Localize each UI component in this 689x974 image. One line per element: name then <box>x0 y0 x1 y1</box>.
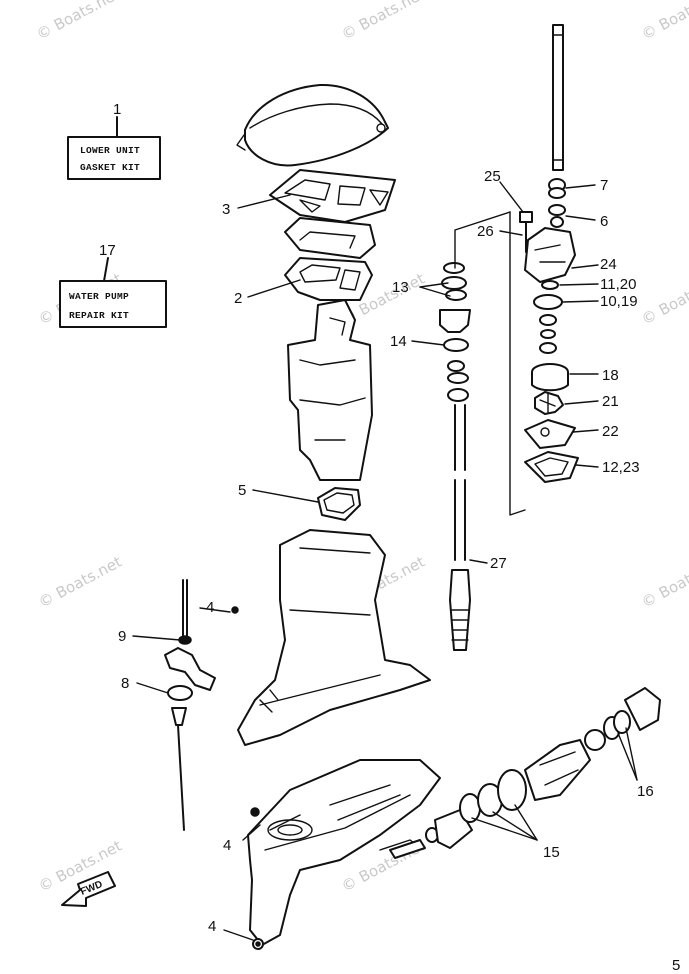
gasket-2-part <box>284 257 373 301</box>
gasket-12-23-part <box>524 451 579 483</box>
callout-11-20: 11,20 <box>600 276 636 293</box>
callout-1: 1 <box>113 101 121 118</box>
callout-26: 26 <box>477 223 494 240</box>
callout-12-23: 12,23 <box>602 459 640 476</box>
gasket-3-part <box>269 169 396 223</box>
callout-7: 7 <box>600 177 608 194</box>
corner-code: 5 <box>672 957 680 974</box>
callout-2: 2 <box>234 290 242 307</box>
callout-3: 3 <box>222 201 230 218</box>
corner-code-text: 5 <box>672 957 680 974</box>
leader-lines <box>132 181 638 941</box>
bolt-25-part <box>519 211 533 253</box>
callout-4-mid: 4 <box>223 837 231 854</box>
pump-housing-part <box>524 227 576 283</box>
callout-5: 5 <box>238 482 246 499</box>
outer-plate-22-part <box>524 419 576 449</box>
driveshaft-housing-part <box>287 299 373 481</box>
callout-15: 15 <box>543 844 560 861</box>
watermark: © Boats.net <box>638 553 689 612</box>
spacer-stack-part <box>539 314 557 354</box>
callout-9: 9 <box>118 628 126 645</box>
callout-8: 8 <box>121 675 129 692</box>
water-tube-part <box>552 24 564 171</box>
callout-10-19: 10,19 <box>600 293 638 310</box>
gearcase-part <box>247 759 441 946</box>
top-cover-part <box>236 83 389 167</box>
gasket-kit-line2: GASKET KIT <box>80 162 140 173</box>
callout-6: 6 <box>600 213 608 230</box>
gasket-kit-box: LOWER UNIT GASKET KIT <box>67 116 161 180</box>
gasket-kit-line1: LOWER UNIT <box>80 145 140 156</box>
callout-22: 22 <box>602 423 619 440</box>
bearing-13-part <box>439 262 471 333</box>
insert-cartridge-18-part <box>531 363 569 392</box>
water-pump-kit-line1: WATER PUMP <box>69 291 129 302</box>
propeller-shaft-parts <box>389 687 661 859</box>
watermark: © Boats.net <box>33 0 122 44</box>
watermark: © Boats.net <box>338 0 427 44</box>
grommet-7-part <box>548 178 566 199</box>
fwd-arrow: FWD <box>61 871 116 907</box>
seal-14-part <box>443 338 469 402</box>
driveshaft-part <box>449 404 471 651</box>
assembly-bracket <box>454 211 526 516</box>
lower-casing-part <box>237 529 431 746</box>
callout-18: 18 <box>602 367 619 384</box>
water-pump-kit-box: WATER PUMP REPAIR KIT <box>59 257 167 328</box>
grommet-6-part <box>548 204 566 228</box>
oring-11-20-part <box>541 280 559 290</box>
callout-16: 16 <box>637 783 654 800</box>
watermark: © Boats.net <box>638 270 689 329</box>
callout-numbers: 1 17 3 2 5 9 8 4 4 4 13 14 27 25 26 7 6 … <box>99 101 654 935</box>
callout-14: 14 <box>390 333 407 350</box>
callout-25: 25 <box>484 168 501 185</box>
shift-rod-part <box>164 579 216 831</box>
callout-21: 21 <box>602 393 619 410</box>
water-pump-kit-line2: REPAIR KIT <box>69 310 129 321</box>
callout-24: 24 <box>600 256 617 273</box>
callout-17: 17 <box>99 242 116 259</box>
impeller-21-part <box>534 391 564 415</box>
callout-13: 13 <box>392 279 409 296</box>
callout-4-bottom: 4 <box>208 918 216 935</box>
watermark: © Boats.net <box>35 553 124 612</box>
adapter-plate-part <box>284 217 376 259</box>
fastener-4-parts <box>231 606 264 950</box>
seal-5-part <box>317 487 361 521</box>
callout-4-top: 4 <box>206 599 214 616</box>
oring-10-19-part <box>533 294 563 310</box>
callout-27: 27 <box>490 555 507 572</box>
watermark: © Boats.net <box>638 0 689 44</box>
